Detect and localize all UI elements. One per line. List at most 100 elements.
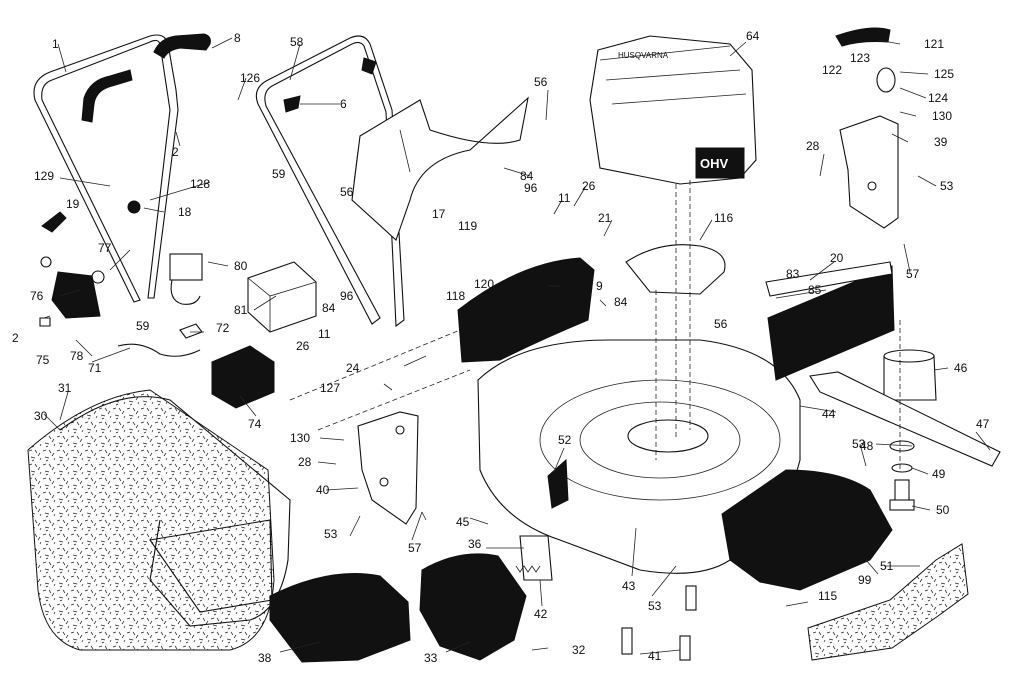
label-9: 9: [596, 279, 603, 293]
rear-flap-20: [765, 261, 895, 381]
label-130b: 130: [290, 431, 310, 445]
label-48: 48: [860, 439, 874, 453]
label-128: 128: [190, 177, 210, 191]
label-64: 64: [746, 29, 760, 43]
label-122: 122: [822, 63, 842, 77]
battery-box-81: [247, 261, 317, 333]
label-53c: 53: [324, 527, 338, 541]
label-56d: 56: [714, 317, 728, 331]
label-45: 45: [456, 515, 470, 529]
blade-47: [809, 371, 1001, 467]
label-26b: 26: [296, 339, 310, 353]
label-96a: 96: [524, 181, 538, 195]
label-130a: 130: [932, 109, 952, 123]
door-spring-36-42: [515, 535, 553, 581]
gasket-116: [625, 244, 726, 295]
upper-handle: [255, 35, 405, 328]
label-30: 30: [34, 409, 48, 423]
label-11b: 11: [318, 327, 331, 341]
label-38: 38: [258, 651, 272, 665]
label-123: 123: [850, 51, 870, 65]
cable-guide-121-125: [835, 27, 896, 93]
label-116: 116: [714, 211, 733, 225]
label-59a: 59: [272, 167, 286, 181]
label-33: 33: [424, 651, 438, 665]
label-125: 125: [934, 67, 954, 81]
engine-badge: OHV: [700, 156, 729, 171]
label-74: 74: [248, 417, 262, 431]
handle-small-parts: [39, 200, 203, 357]
label-18: 18: [178, 205, 192, 219]
label-129: 129: [34, 169, 54, 183]
label-126: 126: [240, 71, 260, 85]
label-20: 20: [830, 251, 844, 265]
label-36: 36: [468, 537, 482, 551]
label-1: 1: [52, 37, 59, 51]
label-28b: 28: [298, 455, 312, 469]
label-21: 21: [598, 211, 612, 225]
label-53b: 53: [852, 437, 866, 451]
label-81: 81: [234, 303, 248, 317]
label-84b: 84: [322, 301, 336, 315]
side-discharge-33: [419, 553, 527, 661]
label-2b: 2: [12, 331, 19, 345]
label-59b: 59: [136, 319, 150, 333]
lower-handle: [33, 33, 211, 303]
label-17: 17: [432, 207, 446, 221]
adapter-46: [883, 349, 937, 401]
label-40: 40: [316, 483, 330, 497]
label-44: 44: [822, 407, 836, 421]
label-127: 127: [320, 381, 340, 395]
label-28a: 28: [806, 139, 820, 153]
label-119: 119: [458, 219, 477, 233]
label-75: 75: [36, 353, 50, 367]
label-49: 49: [932, 467, 946, 481]
label-32: 32: [572, 643, 586, 657]
label-71: 71: [88, 361, 102, 375]
label-24: 24: [346, 361, 360, 375]
label-52: 52: [558, 433, 572, 447]
mower-deck-44: [477, 339, 801, 574]
label-11a: 11: [558, 191, 571, 205]
label-26a: 26: [582, 179, 596, 193]
label-56a: 56: [534, 75, 548, 89]
label-121: 121: [924, 37, 944, 51]
rear-cover-99: [721, 469, 893, 591]
label-8: 8: [234, 31, 241, 45]
battery-74: [179, 323, 275, 409]
deflector-17: [351, 96, 529, 241]
label-84c: 84: [614, 295, 628, 309]
label-56c: 56: [550, 317, 564, 331]
engine-64: OHV HUSQVARNA: [589, 35, 757, 185]
label-99: 99: [858, 573, 872, 587]
label-46: 46: [954, 361, 968, 375]
label-2a: 2: [172, 145, 179, 159]
label-50: 50: [936, 503, 950, 517]
label-53d: 53: [648, 599, 662, 613]
label-72: 72: [216, 321, 230, 335]
leader-lines: [43, 37, 991, 655]
bolts-41: [621, 585, 697, 661]
label-76: 76: [30, 289, 44, 303]
label-56b: 56: [340, 185, 354, 199]
label-85: 85: [808, 283, 822, 297]
part-labels: 1 8 58 126 6 2 128 129 18 19 77 80 76 81…: [12, 29, 990, 665]
label-83: 83: [786, 267, 800, 281]
label-31: 31: [58, 381, 72, 395]
bracket-39: [839, 115, 899, 229]
side-chute-cover-9: [457, 257, 595, 363]
label-96b: 96: [340, 289, 354, 303]
label-6: 6: [340, 97, 347, 111]
side-chute-38: [269, 573, 411, 663]
label-84a: 84: [520, 169, 534, 183]
engine-brand: HUSQVARNA: [618, 51, 669, 60]
label-47: 47: [976, 417, 990, 431]
label-41: 41: [648, 649, 662, 663]
axle-bar-51: [807, 543, 969, 661]
label-77: 77: [98, 241, 112, 255]
label-57b: 57: [408, 541, 422, 555]
label-115: 115: [818, 589, 837, 603]
label-78: 78: [70, 349, 84, 363]
label-39: 39: [934, 135, 948, 149]
